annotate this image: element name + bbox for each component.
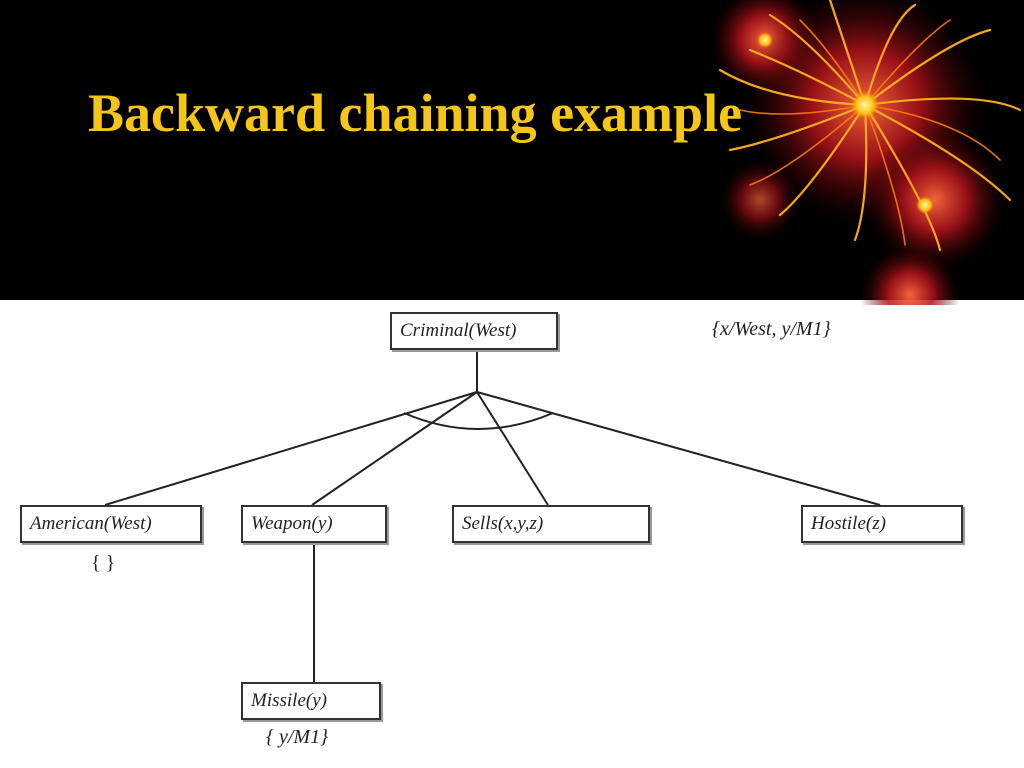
substitution-missile: { y/M1}	[266, 726, 329, 748]
substitution-american: { }	[91, 552, 116, 574]
node-criminal: Criminal(West)	[390, 312, 558, 350]
edge-root-american	[104, 391, 478, 506]
node-hostile: Hostile(z)	[801, 505, 963, 543]
edge-root-weapon	[311, 391, 478, 506]
slide-title: Backward chaining example	[88, 83, 743, 143]
slide-header: Backward chaining example	[0, 0, 1024, 305]
node-american: American(West)	[20, 505, 202, 543]
conjunction-arc	[403, 412, 554, 430]
edge-root-sells	[476, 391, 549, 506]
proof-tree-diagram: Criminal(West) {x/West, y/M1} American(W…	[0, 300, 1024, 768]
edge-root-hostile	[476, 391, 881, 506]
node-missile: Missile(y)	[241, 682, 381, 720]
firework-graphic	[710, 0, 1022, 305]
diagram-edges	[104, 348, 881, 684]
node-sells: Sells(x,y,z)	[452, 505, 650, 543]
substitution-root: {x/West, y/M1}	[712, 318, 831, 340]
node-weapon: Weapon(y)	[241, 505, 387, 543]
